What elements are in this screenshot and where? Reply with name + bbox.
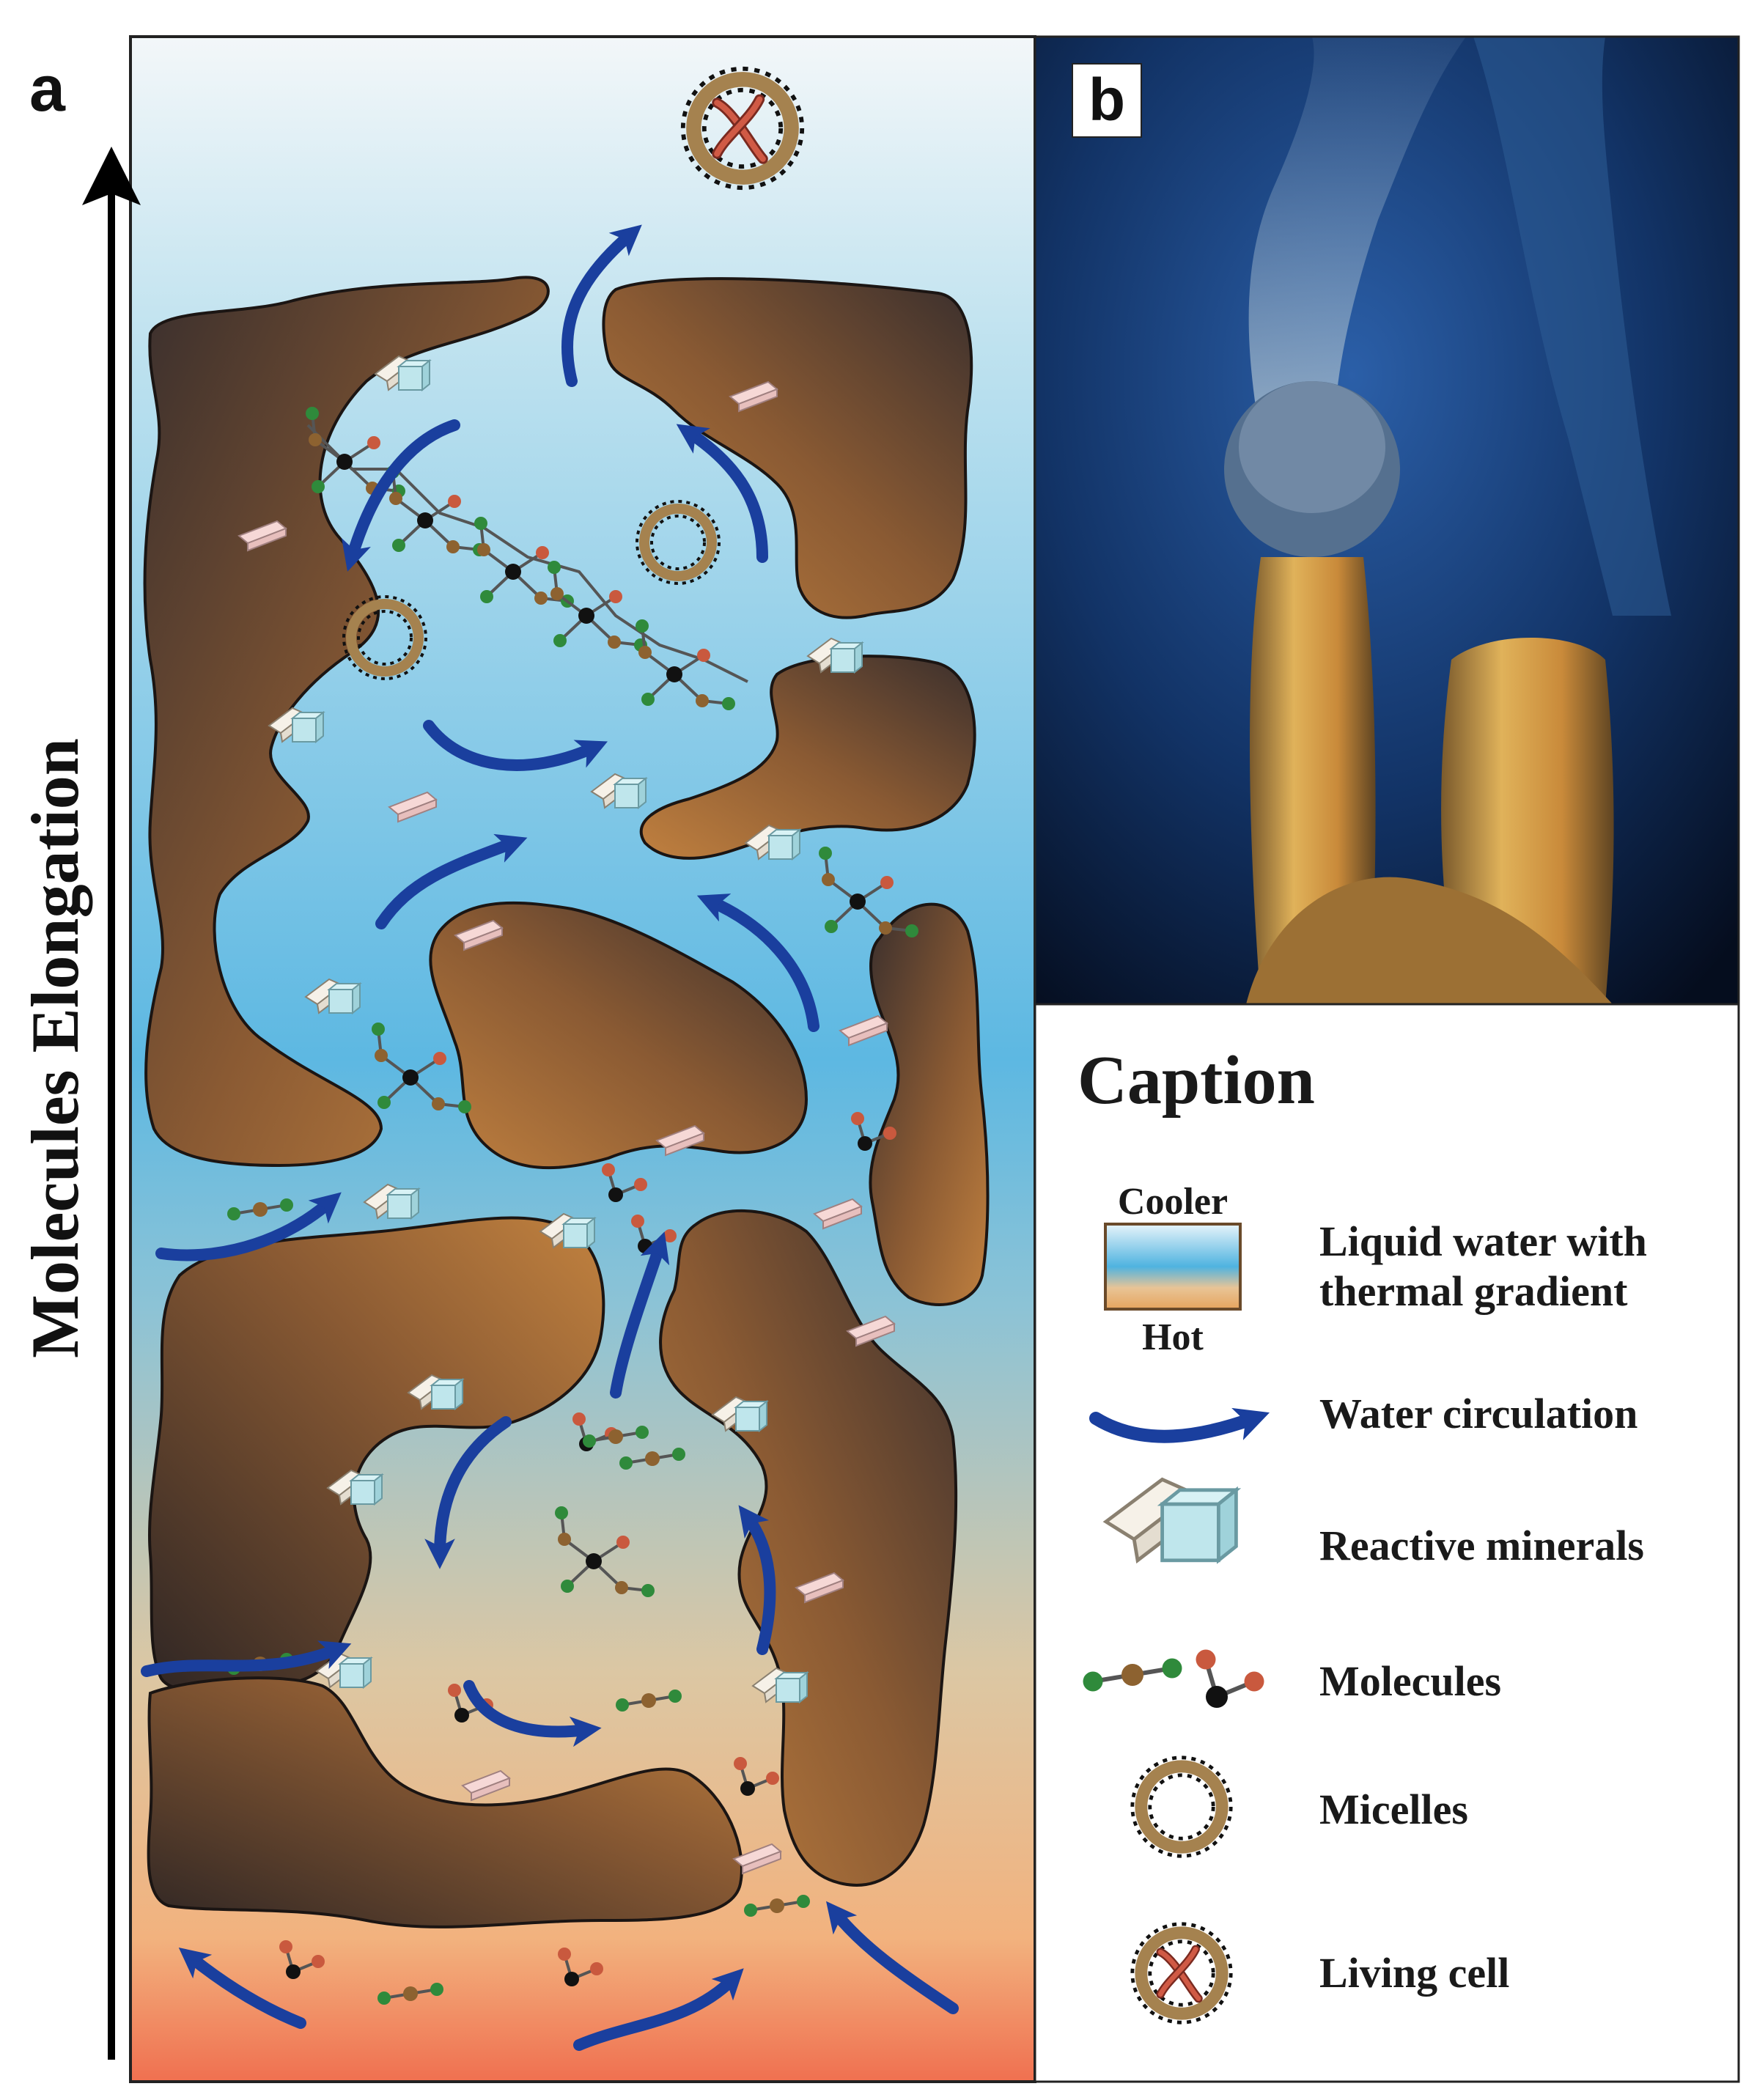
flow-arrow	[738, 1505, 776, 1655]
rock	[147, 1216, 605, 1692]
legend-water-label: Liquid water with thermal gradient	[1319, 1217, 1647, 1316]
rock	[429, 901, 808, 1170]
panel-b-label: b	[1072, 63, 1142, 138]
flow-arrow	[676, 424, 768, 563]
flow-arrow	[141, 1640, 352, 1677]
legend-water-line2: thermal gradient	[1319, 1267, 1628, 1315]
caption-panel	[1034, 1003, 1740, 2083]
flow-arrow	[375, 833, 528, 929]
smoke-plume	[1473, 37, 1671, 616]
rock	[147, 1676, 743, 1928]
rock	[659, 1209, 958, 1887]
flow-arrow	[342, 419, 460, 572]
rock-formations	[143, 276, 990, 1928]
water-circulation-arrows	[141, 224, 959, 2051]
flow-arrow	[423, 720, 608, 771]
flow-arrow	[561, 224, 642, 387]
rock	[143, 276, 550, 1168]
legend-micelles-label: Micelles	[1319, 1786, 1468, 1833]
flow-arrow	[573, 1968, 744, 2051]
panel-a	[82, 35, 1036, 2083]
chimney-cap	[1239, 381, 1385, 513]
flow-arrow	[826, 1901, 959, 2014]
water-flow-arrow-icon	[1089, 1407, 1270, 1443]
smoke-plume	[1248, 37, 1466, 440]
rock	[602, 277, 973, 619]
legend-circulation-label: Water circulation	[1319, 1390, 1638, 1437]
flow-arrow	[155, 1192, 342, 1261]
legend-molecules-label: Molecules	[1319, 1657, 1502, 1705]
flow-arrow	[178, 1948, 306, 2029]
legend-cell-label: Living cell	[1319, 1949, 1510, 1997]
rock	[869, 902, 990, 1306]
panel-a-label: a	[29, 52, 65, 125]
chimney-base	[1246, 877, 1613, 1004]
flow-arrow	[424, 1416, 512, 1569]
gradient-top-label: Cooler	[1117, 1181, 1229, 1223]
legend-water-line1: Liquid water with	[1319, 1217, 1647, 1265]
gradient-bottom-label: Hot	[1142, 1316, 1204, 1358]
legend-gradient-swatch	[1104, 1223, 1242, 1311]
caption-title: Caption	[1078, 1042, 1315, 1119]
axis-label: Molecules Elongation	[18, 738, 92, 1358]
flow-arrow	[463, 1680, 602, 1747]
flow-arrow	[696, 894, 819, 1032]
flow-arrow	[610, 1231, 670, 1399]
polymer-chain	[306, 424, 748, 683]
molecules	[226, 405, 920, 2006]
panel-b-photo	[1034, 35, 1740, 1006]
legend-minerals-label: Reactive minerals	[1319, 1522, 1644, 1569]
